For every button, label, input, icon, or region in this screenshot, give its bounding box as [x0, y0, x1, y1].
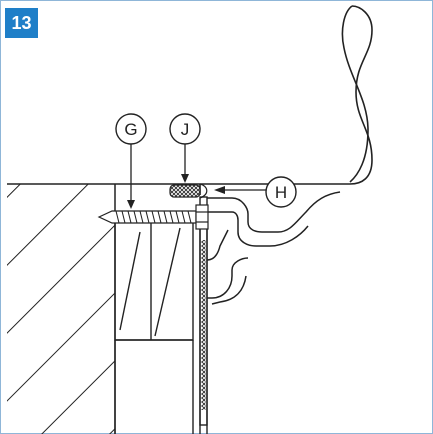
ceiling-profile [115, 5, 373, 195]
callout-h: H [214, 176, 297, 208]
screw-g [97, 204, 209, 230]
trim-cap-hatch [201, 240, 206, 410]
trim-cap-plate [199, 196, 208, 426]
callout-g-label: G [124, 120, 137, 139]
stud-block [114, 221, 208, 434]
callout-h-label: H [275, 183, 287, 202]
callout-j-label: J [181, 120, 190, 139]
callout-g: G [115, 113, 147, 209]
callout-j: J [169, 113, 201, 183]
sealant-j [169, 183, 208, 199]
trim-molding [206, 191, 341, 305]
step-number-badge: 13 [5, 8, 38, 38]
wall-section [7, 183, 116, 434]
